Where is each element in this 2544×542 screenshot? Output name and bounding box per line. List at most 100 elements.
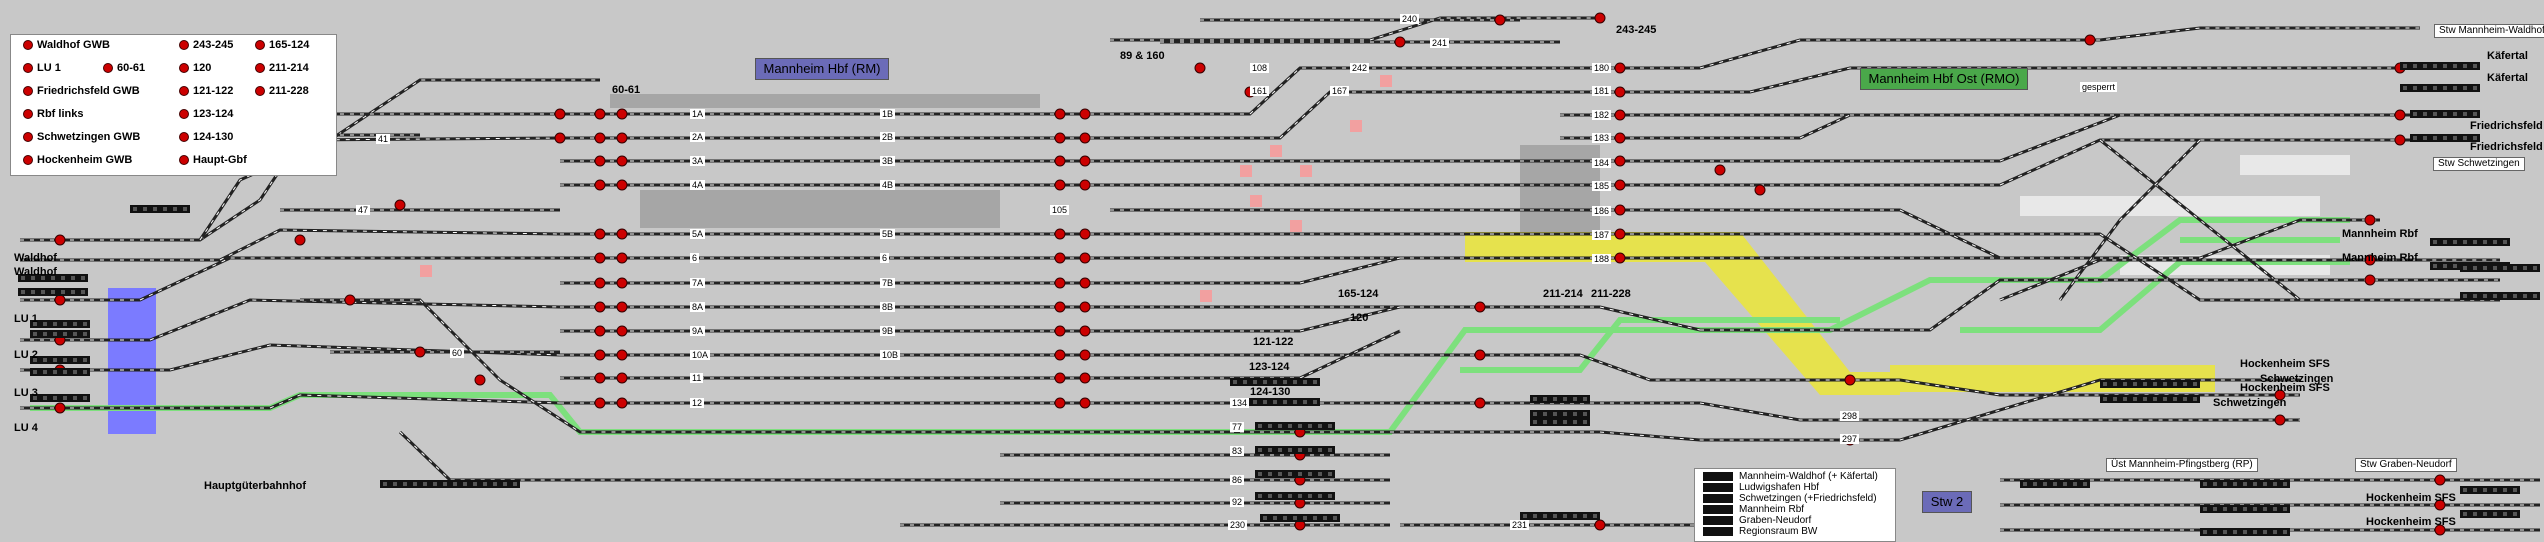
occupancy-block[interactable] xyxy=(2430,238,2510,246)
legend-item[interactable]: Waldhof GWB xyxy=(23,39,110,51)
signal-icon[interactable] xyxy=(1714,164,1726,176)
signal-icon[interactable] xyxy=(594,228,606,240)
signal-icon[interactable] xyxy=(594,397,606,409)
signal-icon[interactable] xyxy=(616,228,628,240)
signal-icon[interactable] xyxy=(594,108,606,120)
legend-item[interactable]: Haupt-Gbf xyxy=(179,154,247,166)
signal-icon[interactable] xyxy=(1614,179,1626,191)
occupancy-block[interactable] xyxy=(2460,264,2540,272)
signal-icon[interactable] xyxy=(1614,204,1626,216)
signal-icon[interactable] xyxy=(2434,524,2446,536)
signal-icon[interactable] xyxy=(2364,214,2376,226)
legend-item[interactable]: 123-124 xyxy=(179,108,233,120)
track-label[interactable]: 83 xyxy=(1230,446,1245,456)
signal-icon[interactable] xyxy=(616,325,628,337)
occupancy-block[interactable] xyxy=(380,480,520,488)
signal-icon[interactable] xyxy=(414,346,426,358)
occupancy-block[interactable] xyxy=(1255,446,1335,454)
track-label[interactable]: 9B xyxy=(880,326,896,336)
legend-region-item[interactable]: Mannheim Rbf xyxy=(1703,504,1804,515)
stw-banner[interactable]: Stw 2 xyxy=(1922,491,1972,513)
track-label[interactable]: 3B xyxy=(880,156,896,166)
signal-icon[interactable] xyxy=(1079,397,1091,409)
track-label[interactable]: 188 xyxy=(1592,254,1612,264)
signal-icon[interactable] xyxy=(2394,109,2406,121)
signal-icon[interactable] xyxy=(1054,301,1066,313)
signal-icon[interactable] xyxy=(616,252,628,264)
signal-icon[interactable] xyxy=(1079,301,1091,313)
signal-icon[interactable] xyxy=(54,234,66,246)
signal-icon[interactable] xyxy=(616,155,628,167)
track-label[interactable]: 77 xyxy=(1230,422,1245,432)
occupancy-block[interactable] xyxy=(1530,410,1590,418)
occupancy-block[interactable] xyxy=(2100,395,2200,403)
legend-item[interactable]: 211-214 xyxy=(255,62,309,74)
track-label[interactable]: 298 xyxy=(1840,411,1860,421)
signal-icon[interactable] xyxy=(1474,397,1486,409)
signal-icon[interactable] xyxy=(1054,228,1066,240)
track-label[interactable]: 242 xyxy=(1350,63,1370,73)
signal-icon[interactable] xyxy=(1614,86,1626,98)
signal-icon[interactable] xyxy=(1474,301,1486,313)
track-label[interactable]: 182 xyxy=(1592,110,1612,120)
occupancy-block[interactable] xyxy=(30,394,90,402)
track-label[interactable]: 240 xyxy=(1400,14,1420,24)
signal-icon[interactable] xyxy=(1079,372,1091,384)
signal-icon[interactable] xyxy=(1054,349,1066,361)
signal-icon[interactable] xyxy=(616,349,628,361)
legend-item[interactable]: Rbf links xyxy=(23,108,83,120)
occupancy-block[interactable] xyxy=(1260,514,1340,522)
legend-item[interactable]: 120 xyxy=(179,62,211,74)
signal-icon[interactable] xyxy=(1079,155,1091,167)
signal-icon[interactable] xyxy=(594,372,606,384)
track-label[interactable]: 167 xyxy=(1330,86,1350,96)
track-label[interactable]: 186 xyxy=(1592,206,1612,216)
signal-icon[interactable] xyxy=(2434,474,2446,486)
signal-icon[interactable] xyxy=(394,199,406,211)
signal-icon[interactable] xyxy=(1079,277,1091,289)
legend-region-item[interactable]: Schwetzingen (+Friedrichsfeld) xyxy=(1703,493,1877,504)
track-label[interactable]: 9A xyxy=(690,326,706,336)
signal-icon[interactable] xyxy=(54,294,66,306)
occupancy-block[interactable] xyxy=(1255,492,1335,500)
legend-item[interactable]: Schwetzingen GWB xyxy=(23,131,140,143)
signal-icon[interactable] xyxy=(1054,372,1066,384)
legend-item[interactable]: 121-122 xyxy=(179,85,233,97)
legend-item[interactable]: 124-130 xyxy=(179,131,233,143)
legend-item[interactable]: 211-228 xyxy=(255,85,309,97)
signal-icon[interactable] xyxy=(474,374,486,386)
track-label[interactable]: 2B xyxy=(880,132,896,142)
signal-icon[interactable] xyxy=(554,108,566,120)
track-label[interactable]: 10B xyxy=(880,350,901,360)
occupancy-block[interactable] xyxy=(1530,395,1590,403)
track-label[interactable]: 181 xyxy=(1592,86,1612,96)
signal-icon[interactable] xyxy=(1614,155,1626,167)
signal-icon[interactable] xyxy=(1079,325,1091,337)
track-label[interactable]: 4A xyxy=(690,180,706,190)
signal-icon[interactable] xyxy=(1054,325,1066,337)
legend-item[interactable]: 165-124 xyxy=(255,39,309,51)
occupancy-block[interactable] xyxy=(30,320,90,328)
legend-item[interactable]: LU 1 xyxy=(23,62,61,74)
signal-icon[interactable] xyxy=(616,397,628,409)
track-label[interactable]: 7B xyxy=(880,278,896,288)
occupancy-block[interactable] xyxy=(1255,470,1335,478)
track-label[interactable]: 297 xyxy=(1840,434,1860,444)
signal-icon[interactable] xyxy=(1054,252,1066,264)
track-label[interactable]: 3A xyxy=(690,156,706,166)
track-label[interactable]: 4B xyxy=(880,180,896,190)
signal-icon[interactable] xyxy=(1054,155,1066,167)
legend-region-item[interactable]: Mannheim-Waldhof (+ Käfertal) xyxy=(1703,471,1878,482)
occupancy-block[interactable] xyxy=(1520,512,1600,520)
signal-icon[interactable] xyxy=(1394,36,1406,48)
signal-icon[interactable] xyxy=(594,301,606,313)
occupancy-block[interactable] xyxy=(2460,486,2520,494)
occupancy-block[interactable] xyxy=(2460,292,2540,300)
signal-icon[interactable] xyxy=(2084,34,2096,46)
track-label[interactable]: 12 xyxy=(690,398,705,408)
track-label[interactable]: 183 xyxy=(1592,133,1612,143)
signal-icon[interactable] xyxy=(2274,414,2286,426)
signal-icon[interactable] xyxy=(616,277,628,289)
signal-icon[interactable] xyxy=(594,349,606,361)
signal-icon[interactable] xyxy=(1054,132,1066,144)
